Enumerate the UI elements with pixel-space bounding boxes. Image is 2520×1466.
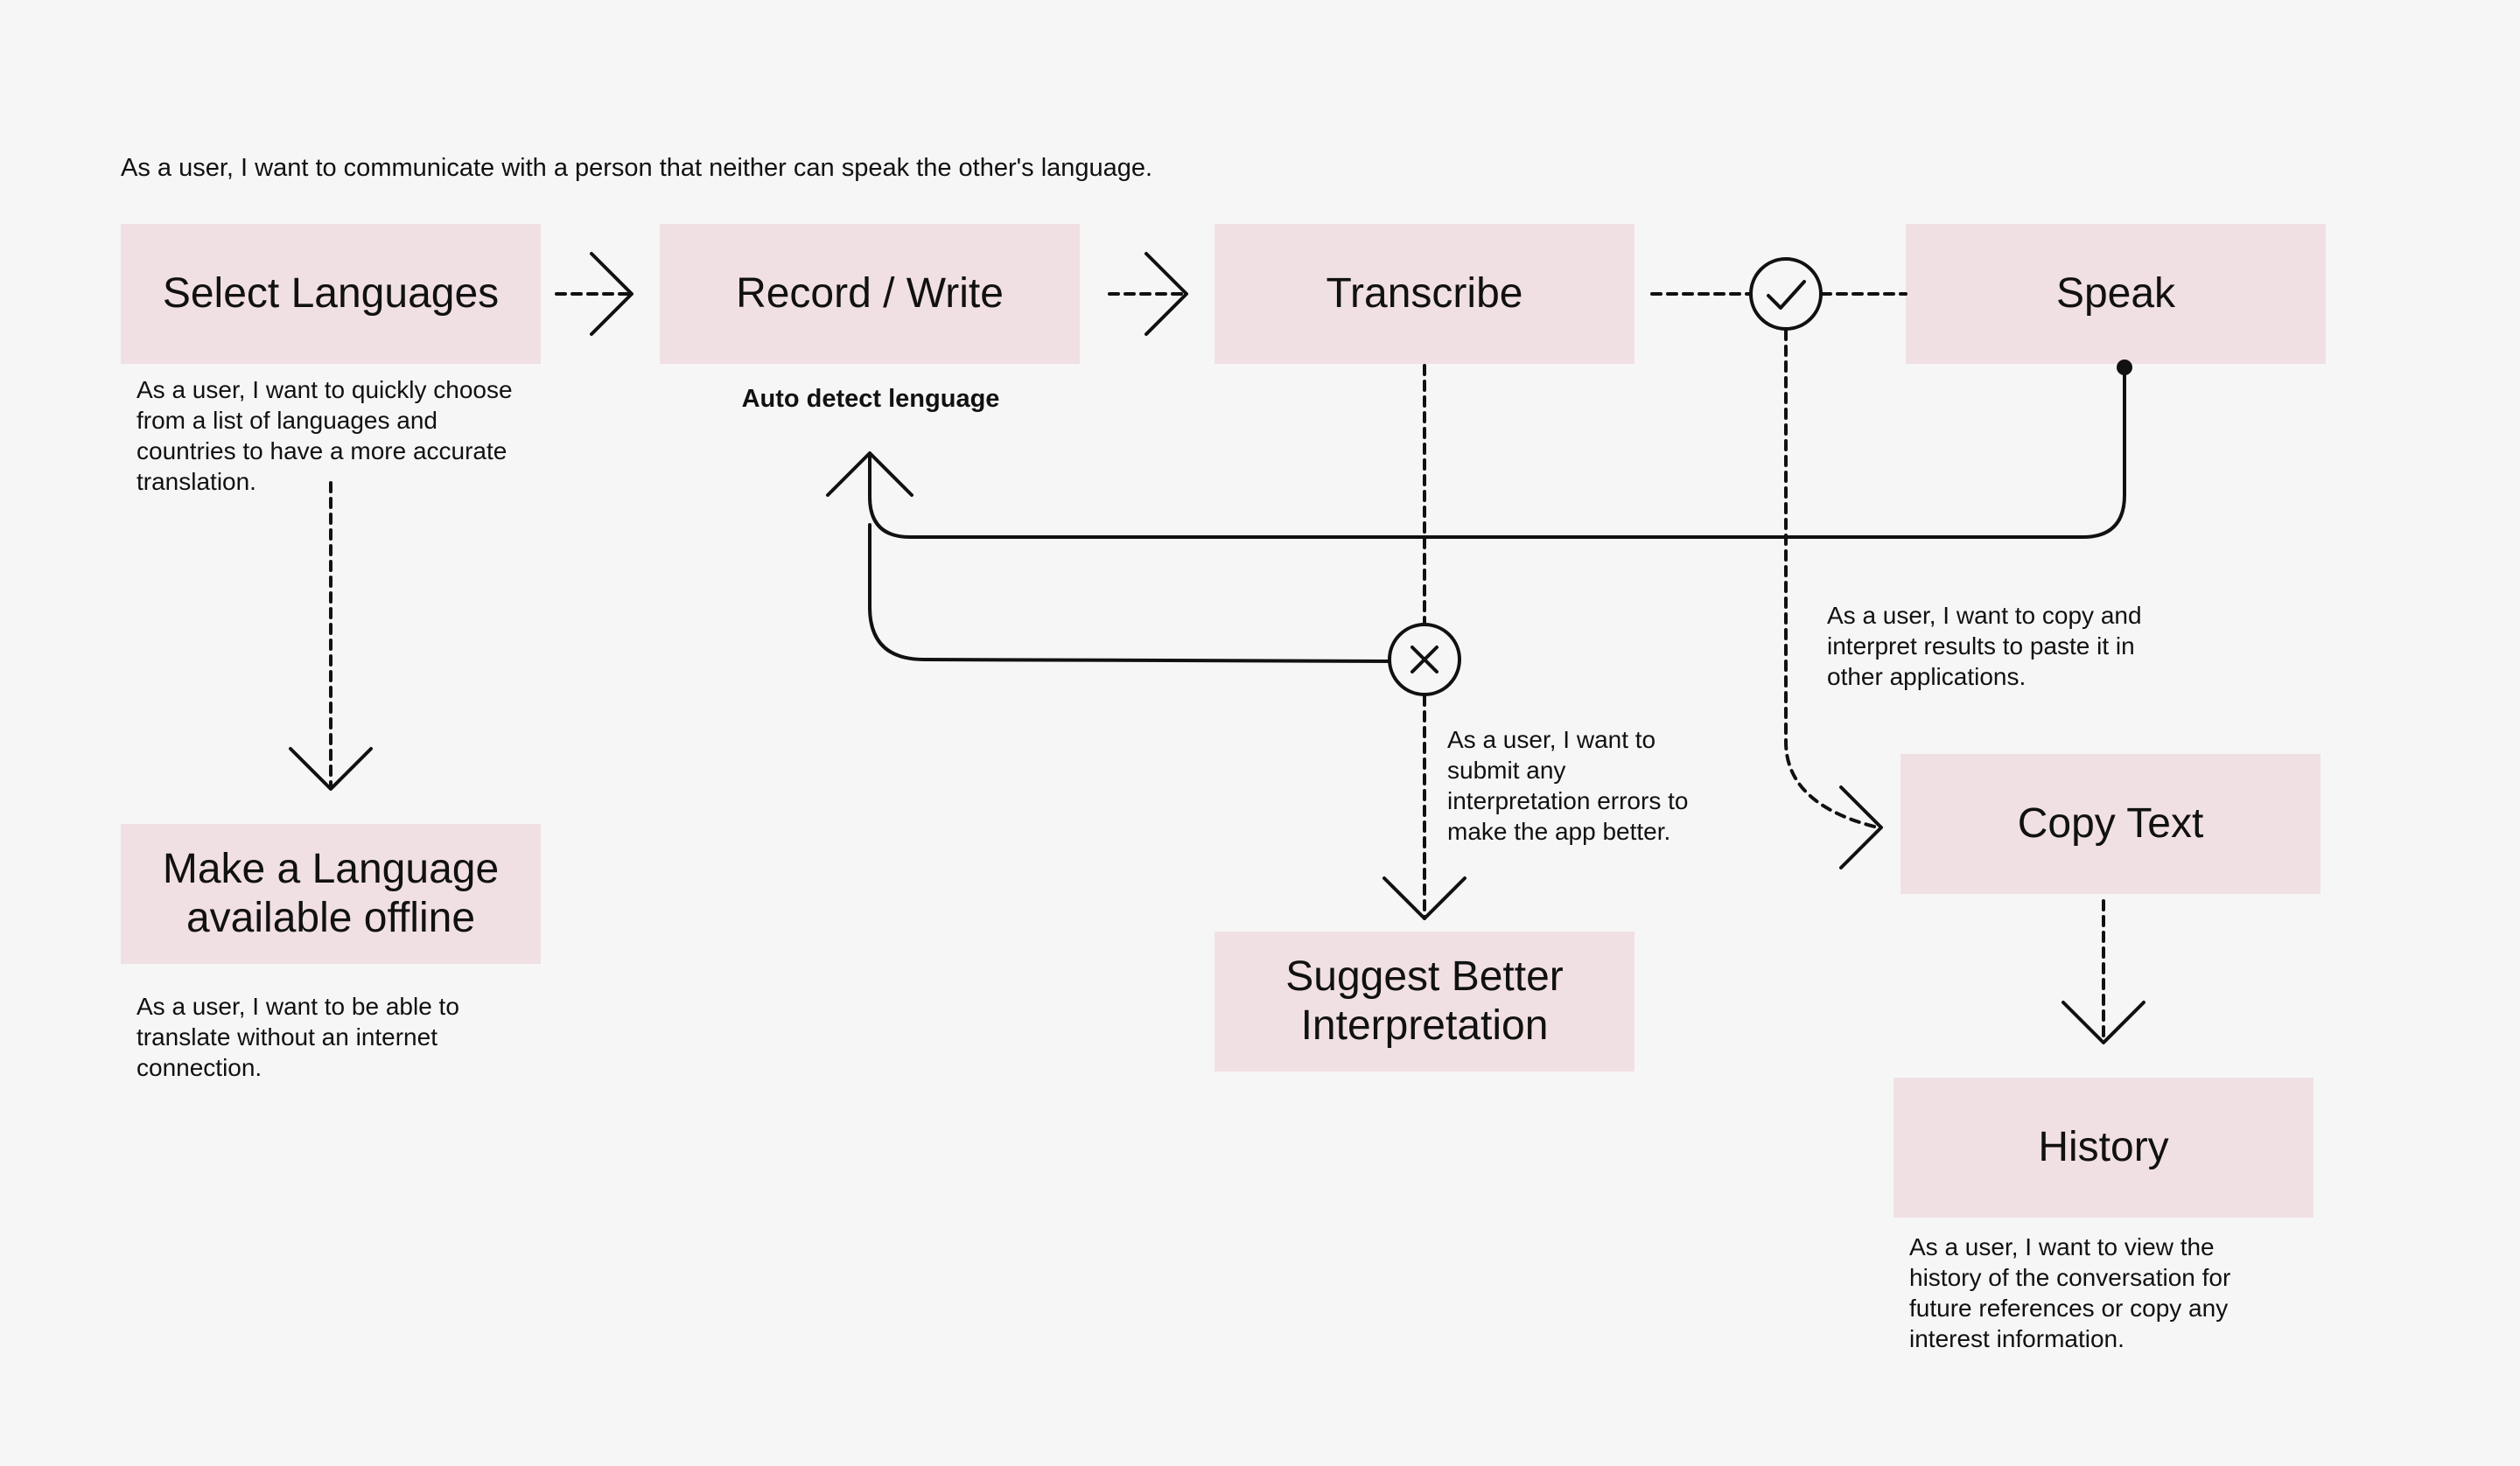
offline-note: As a user, I want to be able to translat… [136, 993, 459, 1081]
node-record-write: Record / Write [660, 224, 1080, 364]
intro-text: As a user, I want to communicate with a … [121, 154, 1153, 182]
check-circle-icon [1749, 257, 1823, 331]
connector-reject-to-record [868, 523, 1391, 663]
arrow-record-to-transcribe [1108, 252, 1188, 336]
node-speak: Speak [1906, 224, 2326, 364]
auto-detect-note: Auto detect lenguage [741, 385, 1000, 413]
arrow-copy-to-history [2062, 899, 2146, 1044]
arrow-select-to-offline [289, 481, 373, 791]
arrow-transcribe-to-suggest [1382, 364, 1466, 920]
node-copy-text: Copy Text [1900, 754, 2320, 894]
node-transcribe: Transcribe [1214, 224, 1634, 364]
node-select-languages: Select Languages [121, 224, 541, 364]
arrow-speak-to-record [826, 360, 2132, 539]
close-circle-icon [1388, 623, 1461, 696]
node-suggest-better-interpretation: Suggest Better Interpretation [1214, 932, 1634, 1072]
node-make-language-offline: Make a Language available offline [121, 824, 541, 964]
suggest-note: As a user, I want to submit any interpre… [1447, 726, 1689, 845]
history-note: As a user, I want to view the history of… [1909, 1233, 2231, 1352]
node-history: History [1894, 1078, 2314, 1218]
select-languages-note: As a user, I want to quickly choose from… [136, 376, 513, 495]
arrow-select-to-record [555, 252, 634, 336]
arrow-check-to-copy-text [1784, 329, 1883, 869]
copy-text-note: As a user, I want to copy and interpret … [1827, 602, 2142, 690]
